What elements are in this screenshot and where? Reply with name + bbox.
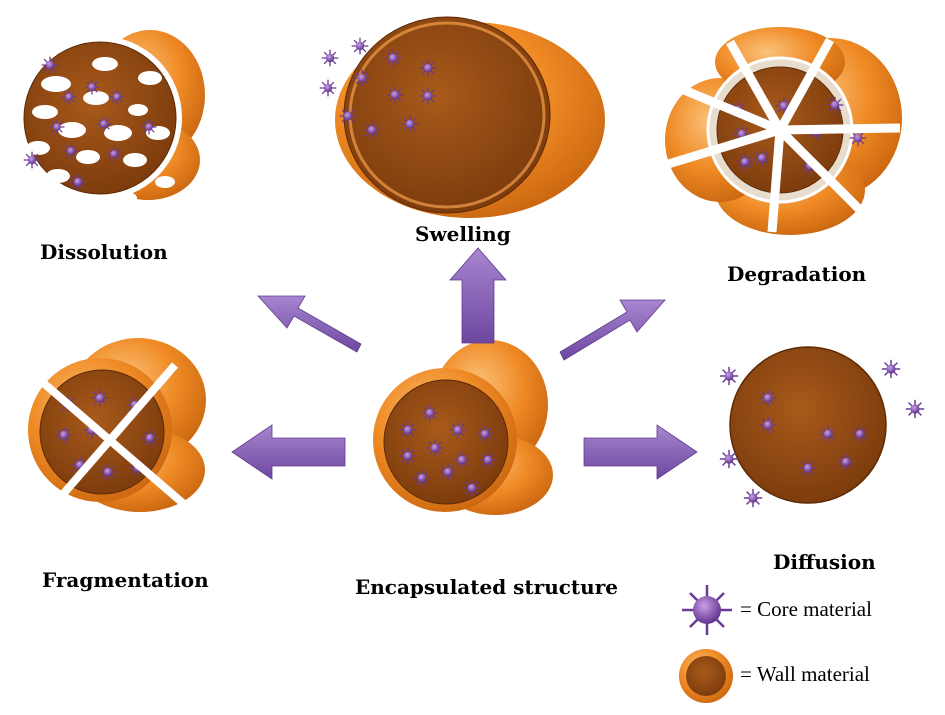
arrow-to-diffusion — [583, 424, 698, 480]
label-diffusion: Diffusion — [773, 550, 876, 574]
label-swelling: Swelling — [415, 222, 511, 246]
dissolution-capsule — [18, 30, 205, 204]
fragmentation-capsule — [28, 338, 206, 518]
diffusion-capsule — [719, 346, 925, 508]
legend-core-icon — [682, 585, 732, 635]
label-dissolution: Dissolution — [40, 240, 168, 264]
arrows — [231, 247, 698, 480]
swelling-capsule — [318, 16, 605, 218]
arrow-to-dissolution — [257, 295, 362, 353]
label-fragmentation: Fragmentation — [42, 568, 209, 592]
encapsulated-capsule — [373, 340, 553, 515]
degradation-cracks — [663, 37, 901, 233]
arrow-to-swelling — [449, 247, 507, 344]
label-degradation: Degradation — [727, 262, 867, 286]
legend-core-label: = Core material — [740, 597, 872, 621]
arrow-to-degradation — [559, 299, 666, 361]
fragmentation-cracks — [37, 362, 188, 518]
arrow-to-fragmentation — [231, 424, 346, 480]
degradation-capsule — [663, 27, 902, 235]
label-encapsulated-structure: Encapsulated structure — [355, 575, 618, 599]
legend-wall-label: = Wall material — [740, 662, 870, 686]
legend-wall-icon — [679, 649, 733, 703]
